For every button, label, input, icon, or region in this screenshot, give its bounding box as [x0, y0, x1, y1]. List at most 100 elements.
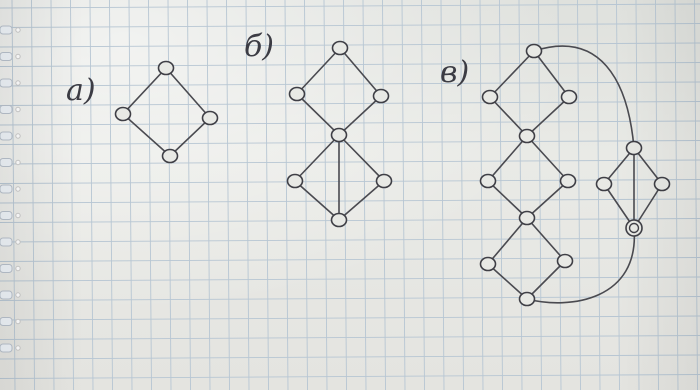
graph-edge	[488, 181, 527, 218]
grid-line	[695, 0, 698, 390]
binding-ring	[0, 185, 12, 193]
grid-line	[0, 199, 700, 203]
binding-ring	[0, 344, 12, 352]
grid-line	[0, 141, 700, 145]
graph-edge	[488, 136, 527, 181]
grid-line	[636, 0, 639, 390]
binding-hole	[16, 346, 20, 350]
graph-edge	[340, 48, 381, 96]
diagram-a: a)	[66, 62, 218, 163]
grid-line	[578, 0, 581, 390]
binding-hole	[16, 28, 20, 32]
graph-node	[558, 255, 573, 268]
graph-edge	[297, 48, 340, 94]
grid-line	[402, 0, 405, 390]
graph-node	[203, 112, 218, 125]
binding-ring	[0, 106, 12, 114]
graph-node	[597, 178, 612, 191]
curved-edge	[534, 46, 634, 148]
diagram-a-graph	[116, 62, 218, 163]
graph-node	[163, 150, 178, 163]
grid-line	[227, 0, 230, 390]
grid-line	[149, 0, 152, 390]
grid-line	[383, 0, 386, 390]
binding-ring	[0, 318, 12, 326]
graph-node	[377, 175, 392, 188]
binding-ring	[0, 79, 12, 87]
graph-node	[333, 42, 348, 55]
grid-line	[90, 0, 93, 390]
grid-line	[0, 238, 700, 242]
binding-hole	[16, 319, 20, 323]
binding-hole	[16, 107, 20, 111]
binding-hole	[16, 54, 20, 58]
binding-hole	[16, 240, 20, 244]
diagram-b-label: б)	[244, 29, 274, 64]
graph-node	[626, 220, 642, 236]
graph-node	[561, 175, 576, 188]
graph-node	[288, 175, 303, 188]
grid-line	[0, 82, 700, 86]
grid-line	[71, 0, 74, 390]
graph-edge	[527, 136, 568, 181]
grid-line	[0, 43, 700, 47]
binding-ring	[0, 238, 12, 246]
grid-line	[0, 316, 700, 320]
grid-line	[110, 0, 113, 390]
diagram-v-graph	[481, 45, 670, 306]
grid-line	[422, 0, 425, 390]
graph-edge	[490, 51, 534, 97]
grid-line	[12, 0, 15, 390]
grid-line	[0, 277, 700, 281]
binding-ring	[0, 26, 12, 34]
binding-hole	[16, 134, 20, 138]
graph-node	[483, 91, 498, 104]
binding-ring	[0, 132, 12, 140]
grid-line	[0, 336, 700, 340]
grid-line	[207, 0, 210, 390]
grid-line	[363, 0, 366, 390]
grid-line	[0, 180, 700, 184]
graph-node	[520, 212, 535, 225]
binding-hole	[16, 160, 20, 164]
grid-line	[480, 0, 483, 390]
graph-node	[627, 142, 642, 155]
graph-node	[116, 108, 131, 121]
binding-ring	[0, 265, 12, 273]
grid-line	[617, 0, 620, 390]
binding-hole	[16, 213, 20, 217]
binding-hole	[16, 187, 20, 191]
spiral-binding	[0, 26, 20, 352]
grid-line	[188, 0, 191, 390]
graph-node	[481, 175, 496, 188]
binding-ring	[0, 159, 12, 167]
graph-edge	[297, 94, 339, 135]
graph-edge	[295, 135, 339, 181]
binding-ring	[0, 291, 12, 299]
graph-node	[520, 130, 535, 143]
diagram-a-label: a)	[66, 73, 96, 108]
grid-line	[51, 0, 54, 390]
grid-line	[558, 0, 561, 390]
graph-node	[520, 293, 535, 306]
diagram-v-label: в)	[440, 55, 469, 90]
binding-hole	[16, 293, 20, 297]
graph-node	[655, 178, 670, 191]
graph-node	[290, 88, 305, 101]
grid-line	[285, 0, 288, 390]
graph-node	[332, 214, 347, 227]
binding-ring	[0, 53, 12, 61]
graph-node	[332, 129, 347, 142]
graph-node	[562, 91, 577, 104]
grid-line	[168, 0, 171, 390]
grid-line	[344, 0, 347, 390]
diagram-b-graph	[288, 42, 392, 227]
binding-hole	[16, 81, 20, 85]
graph-edge	[527, 261, 565, 299]
graph-node	[481, 258, 496, 271]
grid-line	[0, 102, 700, 106]
grid-line	[0, 375, 700, 379]
grid-line	[519, 0, 522, 390]
